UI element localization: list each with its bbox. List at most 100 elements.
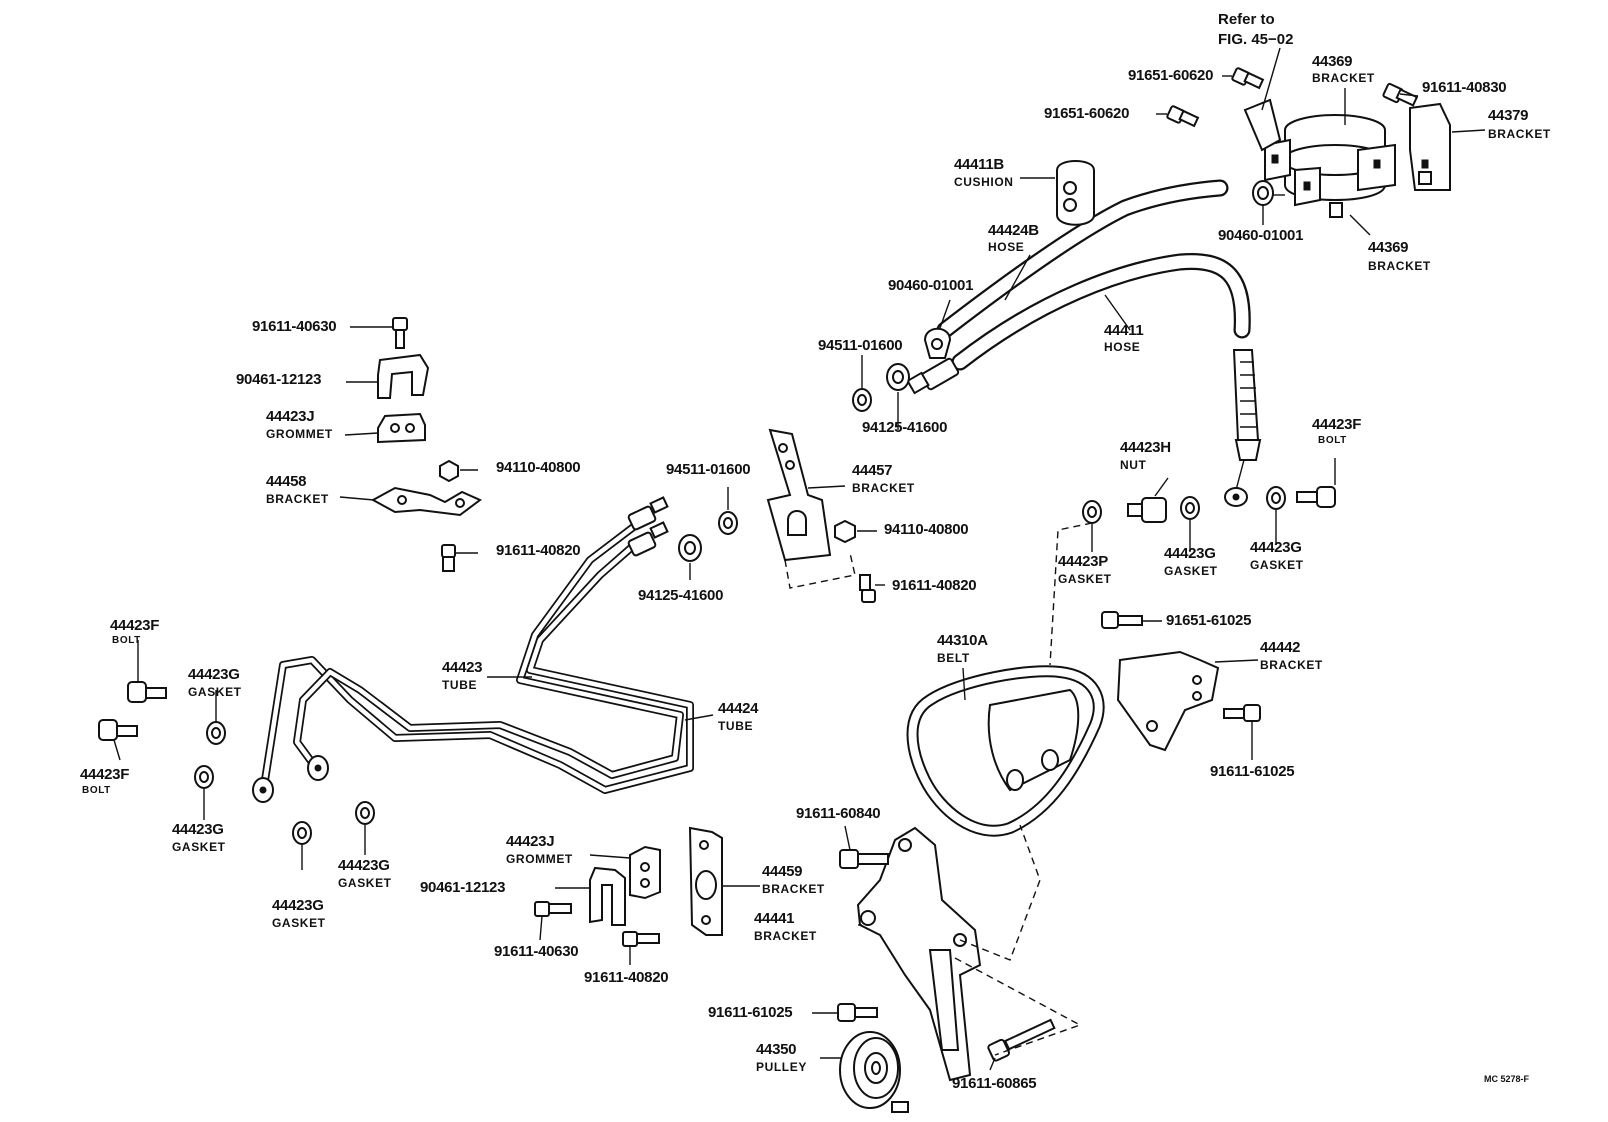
label-94110-40800-a: 94110-40800 <box>496 459 581 476</box>
label-44350: 44350 <box>756 1041 797 1058</box>
name-44423g-l1: GASKET <box>188 685 242 699</box>
nut-94125-41600-a-drawing <box>886 363 910 391</box>
name-44423g-l2: GASKET <box>172 840 226 854</box>
bracket-44459-drawing <box>688 826 723 936</box>
name-44458: BRACKET <box>266 492 329 506</box>
label-91611-40820-b: 91611-40820 <box>892 577 977 594</box>
bolt-91611-40630-a-drawing <box>392 317 408 349</box>
leader-lines <box>113 47 1486 1071</box>
label-91651-60620-a: 91651-60620 <box>1128 67 1214 84</box>
label-91611-40630-b: 91611-40630 <box>494 943 579 960</box>
gasket-44423g-l3-drawing <box>292 821 312 845</box>
label-91611-60865: 91611-60865 <box>952 1075 1037 1092</box>
label-91611-40830: 91611-40830 <box>1422 79 1507 96</box>
label-90460-01001-b: 90460-01001 <box>888 277 974 294</box>
bracket-44441-drawing <box>856 826 982 1082</box>
gasket-44423g-r1-drawing <box>1180 496 1200 520</box>
label-91611-60840: 91611-60840 <box>796 805 881 822</box>
label-44442: 44442 <box>1260 639 1301 656</box>
bolt-91611-40820-c-drawing <box>622 931 660 947</box>
name-44423g-l4: GASKET <box>338 876 392 890</box>
name-44441: BRACKET <box>754 929 817 943</box>
label-90460-01001-a: 90460-01001 <box>1218 227 1304 244</box>
bolt-91651-60620-a-drawing <box>1231 67 1265 90</box>
bolt-91611-40630-b-drawing <box>534 901 572 917</box>
label-91611-61025-b: 91611-61025 <box>708 1004 793 1021</box>
label-94511-01600-a: 94511-01600 <box>818 337 903 354</box>
figure-ref-line1: Refer to <box>1218 11 1275 28</box>
gasket-44423g-r2-drawing <box>1266 486 1286 510</box>
label-44458: 44458 <box>266 473 307 490</box>
name-44424b: HOSE <box>988 240 1025 254</box>
label-44369-bottom: 44369 <box>1368 239 1409 256</box>
nut-44423h-drawing <box>1127 497 1167 523</box>
label-91611-40630-a: 91611-40630 <box>252 318 337 335</box>
label-44423g-l4: 44423G <box>338 857 390 874</box>
name-44423p: GASKET <box>1058 572 1112 586</box>
label-44423j-b: 44423J <box>506 833 555 850</box>
label-94125-41600-a: 94125-41600 <box>862 419 948 436</box>
name-44459: BRACKET <box>762 882 825 896</box>
name-44411: HOSE <box>1104 340 1141 354</box>
name-44423h: NUT <box>1120 458 1147 472</box>
label-91651-61025: 91651-61025 <box>1166 612 1252 629</box>
label-44423f-l1: 44423F <box>110 617 160 634</box>
nut-94110-40800-a-drawing <box>439 459 459 483</box>
label-94125-41600-b: 94125-41600 <box>638 587 724 604</box>
name-44424-tube: TUBE <box>718 719 754 733</box>
label-44423g-r2: 44423G <box>1250 539 1302 556</box>
name-44310a: BELT <box>937 651 970 665</box>
fig-reference-strap-drawing <box>1243 98 1282 152</box>
bracket-44442-drawing <box>1116 650 1220 752</box>
bolt-91651-61025-drawing <box>1101 611 1143 629</box>
nut-94110-40800-b-drawing <box>834 519 856 544</box>
name-44379: BRACKET <box>1488 127 1551 141</box>
bolt-91611-60840-drawing <box>839 849 889 869</box>
label-44459: 44459 <box>762 863 803 880</box>
name-44369-bottom: BRACKET <box>1368 259 1431 273</box>
cushion-44411b-drawing <box>1056 160 1095 226</box>
bolt-91611-40820-b-drawing <box>859 574 876 603</box>
bracket-44369-drawing <box>1264 114 1396 218</box>
name-44423f-l1: BOLT <box>112 635 141 646</box>
name-44423g-r2: GASKET <box>1250 558 1304 572</box>
bolt-91611-40830-drawing <box>1382 82 1419 107</box>
label-44423j-a: 44423J <box>266 408 315 425</box>
label-44423g-r1: 44423G <box>1164 545 1216 562</box>
label-94511-01600-b: 94511-01600 <box>666 461 751 478</box>
gasket-44423g-l2-drawing <box>194 765 214 789</box>
bolt-91611-60865-drawing <box>987 1018 1056 1062</box>
name-44423j-a: GROMMET <box>266 427 333 441</box>
tube-44423-drawing <box>293 518 684 779</box>
label-44441: 44441 <box>754 910 795 927</box>
label-91611-40820-c: 91611-40820 <box>584 969 669 986</box>
label-44423h: 44423H <box>1120 439 1171 456</box>
bolt-44423f-right-drawing <box>1296 486 1336 508</box>
label-44423g-l2: 44423G <box>172 821 224 838</box>
name-44423g-l3: GASKET <box>272 916 326 930</box>
name-44457: BRACKET <box>852 481 915 495</box>
label-44457: 44457 <box>852 462 893 479</box>
grommet-44423j-b-drawing <box>629 845 661 900</box>
label-44423-tube: 44423 <box>442 659 483 676</box>
label-44424-tube: 44424 <box>718 700 759 717</box>
label-44424b: 44424B <box>988 222 1039 239</box>
bolt-91611-40820-a-drawing <box>441 544 456 572</box>
label-90461-12123-a: 90461-12123 <box>236 371 322 388</box>
label-44411b: 44411B <box>954 156 1004 173</box>
name-44423j-b: GROMMET <box>506 852 573 866</box>
label-94110-40800-b: 94110-40800 <box>884 521 969 538</box>
label-90461-12123-b: 90461-12123 <box>420 879 506 896</box>
clamp-90461-12123-b-drawing <box>589 866 626 926</box>
figure-ref-line2: FIG. 45−02 <box>1218 31 1294 48</box>
clamp-90461-12123-a-drawing <box>377 353 430 399</box>
name-44423f-l2: BOLT <box>82 785 111 796</box>
bracket-44457-drawing <box>766 428 832 562</box>
belt-44310a-drawing <box>906 665 1105 837</box>
label-44423p: 44423P <box>1058 553 1108 570</box>
nut-94125-41600-b-drawing <box>678 534 702 562</box>
label-91611-61025-a: 91611-61025 <box>1210 763 1295 780</box>
gasket-44423p-drawing <box>1082 500 1102 524</box>
label-44379: 44379 <box>1488 107 1529 124</box>
